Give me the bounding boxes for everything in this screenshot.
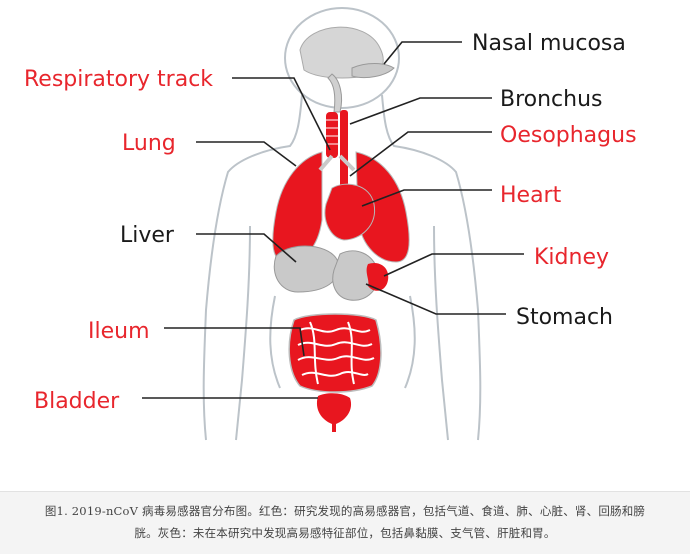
right-lung-shape bbox=[355, 151, 410, 263]
trachea-rings bbox=[326, 119, 338, 145]
nasal-mucosa-leader bbox=[383, 41, 462, 65]
kidney-leader bbox=[383, 253, 524, 277]
nasal-mucosa-shape bbox=[351, 63, 395, 79]
label-respiratory-track: Respiratory track bbox=[24, 67, 213, 92]
label-lung: Lung bbox=[122, 131, 176, 156]
respiratory-track-leader bbox=[232, 77, 331, 151]
label-heart: Heart bbox=[500, 183, 562, 208]
stomach-leader bbox=[365, 283, 506, 315]
head-outline bbox=[284, 7, 400, 109]
label-kidney: Kidney bbox=[534, 245, 609, 270]
label-bronchus: Bronchus bbox=[500, 87, 603, 112]
abdomen-outline bbox=[269, 295, 416, 389]
label-ileum: Ileum bbox=[88, 319, 150, 344]
bladder-shape bbox=[316, 393, 352, 432]
nasal-region bbox=[299, 26, 395, 113]
bronchus-leader bbox=[349, 97, 492, 125]
trachea-shape bbox=[326, 112, 338, 158]
ileum-folds bbox=[297, 321, 375, 385]
waist-outline bbox=[235, 225, 449, 441]
torso-outline bbox=[202, 94, 482, 441]
left-lung-shape bbox=[272, 151, 323, 263]
label-nasal-mucosa: Nasal mucosa bbox=[472, 31, 626, 56]
figure-caption: 图1. 2019-nCoV 病毒易感器官分布图。红色：研究发现的高易感器官，包括… bbox=[0, 491, 690, 554]
bronchus-shape bbox=[318, 154, 356, 172]
stomach-shape bbox=[332, 250, 379, 301]
ileum-shape bbox=[288, 313, 382, 393]
lung-leader bbox=[196, 141, 297, 167]
label-stomach: Stomach bbox=[516, 305, 613, 330]
heart-leader bbox=[361, 189, 492, 207]
organ-diagram: Nasal mucosa Respiratory track Bronchus … bbox=[24, 7, 637, 441]
label-oesophagus: Oesophagus bbox=[500, 123, 637, 148]
leader-lines bbox=[142, 41, 524, 399]
oesophagus-leader bbox=[349, 131, 492, 177]
kidney-shape bbox=[366, 262, 389, 291]
body-outline bbox=[202, 7, 482, 441]
heart-shape bbox=[324, 183, 376, 241]
liver-leader bbox=[196, 233, 297, 263]
caption-line-2: 胱。灰色：未在本研究中发现高易感特征部位，包括鼻黏膜、支气管、肝脏和胃。 bbox=[134, 526, 556, 540]
label-liver: Liver bbox=[120, 223, 175, 248]
ileum-leader bbox=[164, 327, 305, 357]
caption-line-1: 图1. 2019-nCoV 病毒易感器官分布图。红色：研究发现的高易感器官，包括… bbox=[44, 504, 646, 518]
liver-shape bbox=[273, 245, 340, 293]
label-bladder: Bladder bbox=[34, 389, 120, 414]
